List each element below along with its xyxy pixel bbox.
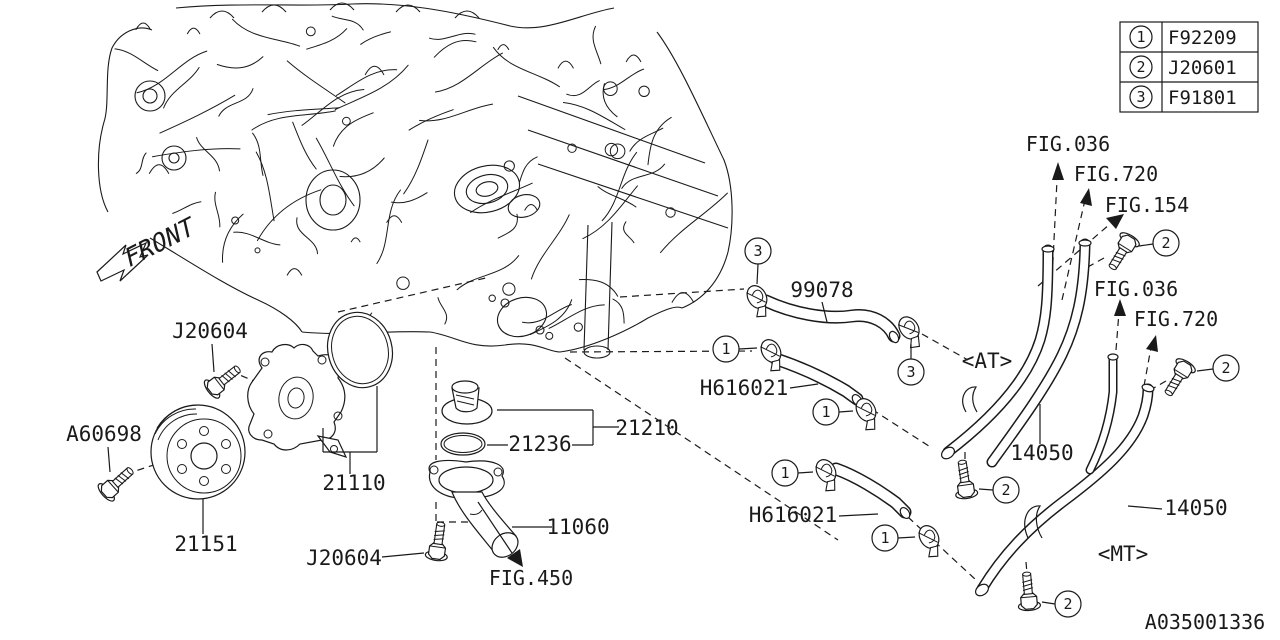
bolt-j20604-bottom — [424, 520, 453, 563]
callout-1-b: 1 — [812, 398, 840, 426]
fig-720-label-top: FIG.720 — [1074, 162, 1158, 186]
callout-number: 1 — [721, 340, 730, 358]
callout-number: 2 — [1161, 234, 1170, 252]
fig-450-label: FIG.450 — [489, 566, 573, 590]
bolt-callout2-top — [1101, 229, 1142, 276]
water-outlet-11060 — [428, 459, 519, 558]
part-label-21110: 21110 — [322, 471, 385, 495]
callout-2-at: 2 — [992, 476, 1020, 504]
pulley-21151 — [150, 404, 246, 500]
oring-21236 — [440, 432, 486, 456]
callout-number: 2 — [1063, 595, 1072, 613]
legend-row-number: 3 — [1136, 88, 1145, 106]
part-label-h616021-lower: H616021 — [749, 503, 838, 527]
bolt-callout2-at — [950, 458, 979, 501]
legend-table: 1 2 3 F92209 J20601 F91801 — [1119, 21, 1259, 113]
bolt-j20604-top — [201, 358, 247, 402]
pump-gasket — [326, 311, 394, 389]
part-label-21151: 21151 — [174, 532, 237, 556]
fig-720-label-right: FIG.720 — [1134, 307, 1218, 331]
callout-number: 3 — [753, 242, 762, 260]
callout-2-top: 2 — [1152, 229, 1180, 257]
callout-number: 1 — [880, 529, 889, 547]
part-label-11060: 11060 — [546, 515, 609, 539]
fig-036-label-top: FIG.036 — [1026, 132, 1110, 156]
legend-row-number: 2 — [1136, 58, 1145, 76]
legend-part-code: J20601 — [1168, 57, 1237, 79]
part-label-a60698: A60698 — [66, 422, 142, 446]
water-pump-21110 — [247, 343, 348, 458]
callout-number: 2 — [1221, 359, 1230, 377]
callout-3-right: 3 — [897, 358, 925, 386]
callout-3-left: 3 — [744, 237, 772, 265]
callout-2-right: 2 — [1212, 354, 1240, 382]
callout-number: 3 — [906, 363, 915, 381]
fig-154-label: FIG.154 — [1105, 193, 1189, 217]
legend-part-code: F92209 — [1168, 27, 1237, 49]
part-label-h616021-upper: H616021 — [700, 376, 789, 400]
part-labels: FRONT J20604 A60698 21151 21110 J20604 F… — [66, 132, 1265, 634]
part-label-21236: 21236 — [508, 432, 571, 456]
callout-1-d: 1 — [871, 524, 899, 552]
callout-2-mt: 2 — [1054, 590, 1082, 618]
engine-block-line-art — [114, 15, 728, 340]
bolt-callout2-right — [1157, 355, 1198, 402]
part-label-99078: 99078 — [790, 278, 853, 302]
mt-variant-label: <MT> — [1098, 542, 1149, 566]
part-label-j20604-bottom: J20604 — [306, 546, 382, 570]
callout-1-a: 1 — [712, 335, 740, 363]
legend-part-code: F91801 — [1168, 87, 1237, 109]
legend-row-number: 1 — [1136, 28, 1145, 46]
fig-036-label-right: FIG.036 — [1094, 277, 1178, 301]
front-label: FRONT — [123, 210, 197, 274]
bolt-a60698 — [94, 460, 140, 505]
part-label-14050-mt: 14050 — [1164, 496, 1227, 520]
leader-lines — [107, 243, 1214, 605]
thermostat-21210 — [441, 380, 493, 425]
hoses-and-pipes — [759, 238, 1154, 595]
part-label-14050-at: 14050 — [1010, 441, 1073, 465]
callout-number: 1 — [780, 464, 789, 482]
callout-number: 1 — [821, 403, 830, 421]
fig-arrowheads — [477, 162, 1158, 567]
callout-1-c: 1 — [771, 459, 799, 487]
part-label-21210: 21210 — [615, 416, 678, 440]
callout-number: 2 — [1001, 481, 1010, 499]
part-label-j20604-top: J20604 — [172, 319, 248, 343]
tube-end-caps — [851, 239, 1155, 597]
bolt-callout2-mt — [1014, 570, 1042, 613]
diagram-id: A035001336 — [1145, 610, 1265, 634]
front-arrow — [96, 241, 149, 282]
at-variant-label: <AT> — [962, 349, 1013, 373]
